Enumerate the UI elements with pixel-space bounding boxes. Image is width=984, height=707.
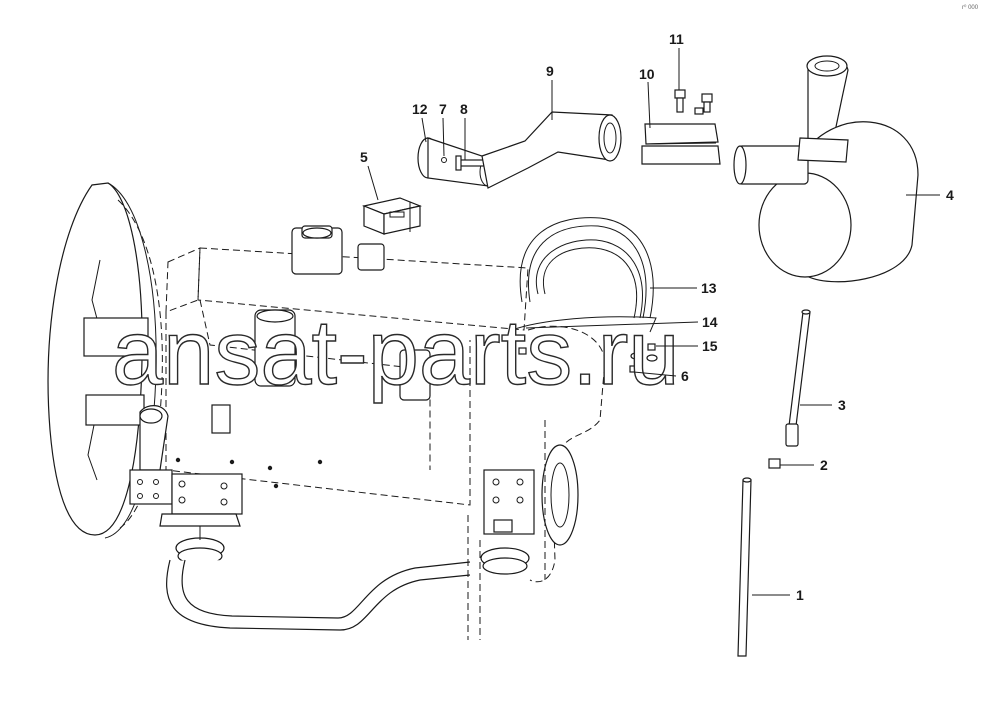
fan-ring-drawing <box>47 182 163 539</box>
watermark-text: ansat-parts.ru <box>112 302 680 404</box>
nut-part-2 <box>768 458 781 469</box>
callout-2: 2 <box>820 457 828 473</box>
callout-13: 13 <box>701 280 717 296</box>
corner-mark: r⁰ 000 <box>962 4 979 11</box>
nuts-washers-parts-14-15-6 <box>518 343 658 373</box>
callout-15: 15 <box>702 338 718 354</box>
left-engine-mount-drawing <box>129 469 243 565</box>
callout-14: 14 <box>702 314 718 330</box>
callout-7: 7 <box>439 101 447 117</box>
callout-5: 5 <box>360 149 368 165</box>
muffler-part-4 <box>733 55 919 283</box>
u-bolt-part-13 <box>511 217 657 333</box>
bracket-part-5 <box>361 197 423 235</box>
callout-4: 4 <box>946 187 954 203</box>
callout-10: 10 <box>639 66 655 82</box>
bolt-part-11 <box>674 89 713 115</box>
callout-1: 1 <box>796 587 804 603</box>
clamp-part-10 <box>641 123 721 165</box>
support-rod-part-3 <box>785 309 811 447</box>
lower-tube-drawing <box>166 559 471 631</box>
flange-pipe-part-12 <box>417 137 497 187</box>
flywheel-housing-drawing <box>527 325 606 583</box>
engine-block-drawing <box>139 225 529 506</box>
callout-3: 3 <box>838 397 846 413</box>
callout-12: 12 <box>412 101 428 117</box>
callout-11: 11 <box>669 31 684 47</box>
callout-6: 6 <box>681 368 689 384</box>
leader-lines <box>367 48 940 596</box>
callout-numbers: 1 2 3 4 5 6 7 8 9 10 11 12 13 14 15 <box>360 31 954 603</box>
right-engine-mount-drawing <box>467 469 535 640</box>
callout-8: 8 <box>460 101 468 117</box>
callout-9: 9 <box>546 63 554 79</box>
bent-pipe-part-9 <box>481 111 622 189</box>
long-rod-part-1 <box>737 477 752 657</box>
